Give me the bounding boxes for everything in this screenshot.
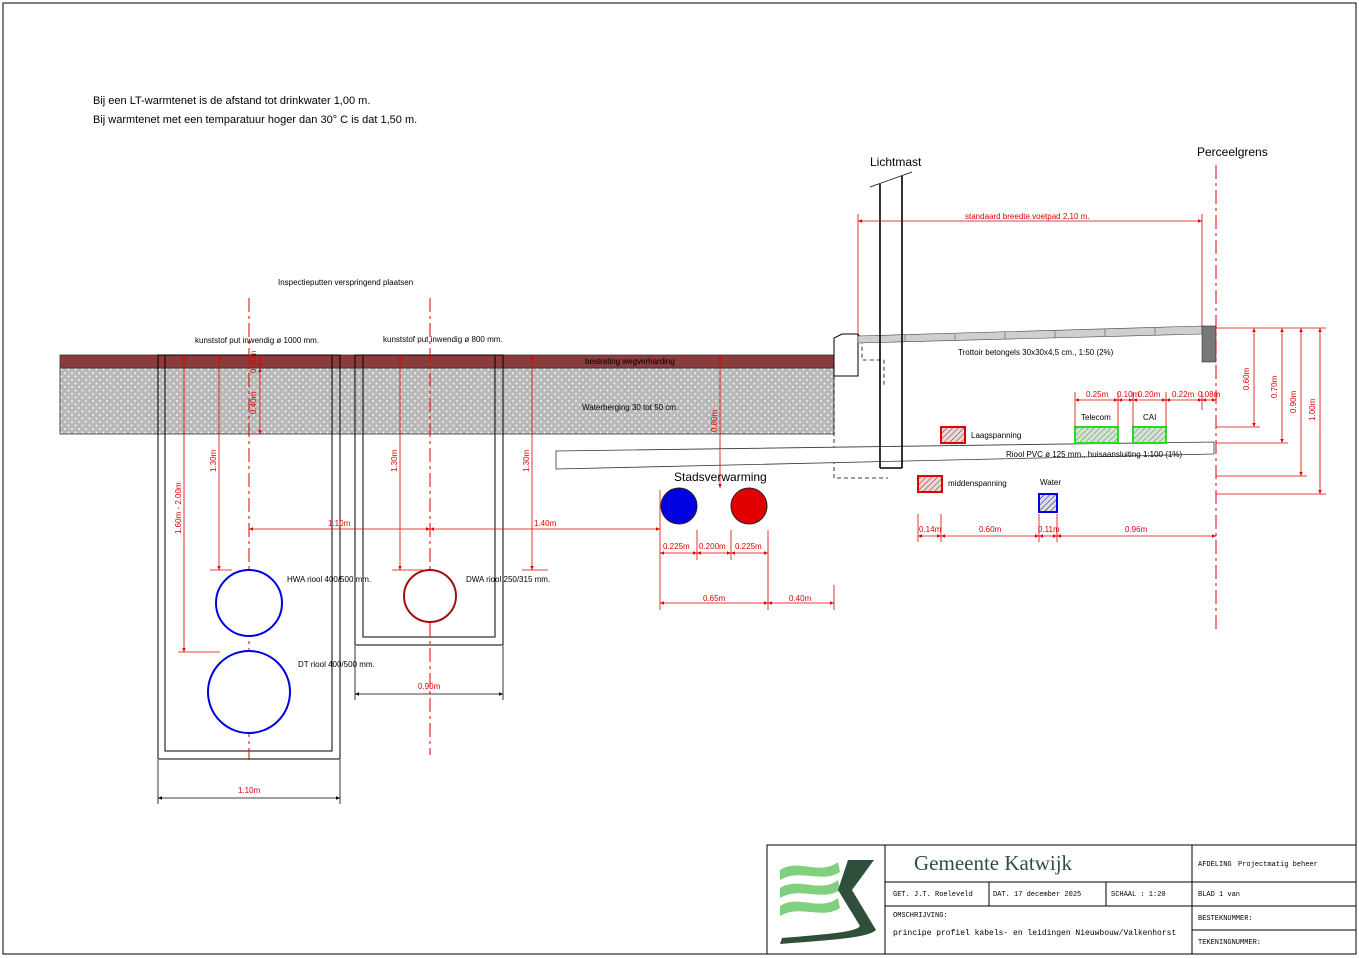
dim-025: 0.25m xyxy=(1086,390,1109,399)
dim-0200: 0.200m xyxy=(699,542,726,551)
lichtmast-label: Lichtmast xyxy=(870,155,922,169)
dim-130c: 1.30m xyxy=(522,449,531,472)
dim-0225a: 0.225m xyxy=(663,542,690,551)
property-edge xyxy=(1201,325,1217,363)
middenspanning-label: middenspanning xyxy=(948,479,1007,488)
note-line-1: Bij een LT-warmtenet is de afstand tot d… xyxy=(93,95,370,107)
dim-014: 0.14m xyxy=(919,525,942,534)
dim-040b: 0.40m xyxy=(789,594,812,603)
dim-008: 0.08m xyxy=(1198,390,1221,399)
cable-bottom-dims xyxy=(917,514,1216,542)
dim-110-bot: 1.10m xyxy=(238,786,261,795)
dim-130a: 1.30m xyxy=(209,449,218,472)
stadsverwarming-return-pipe xyxy=(660,487,698,525)
dim-110-mid: 1.10m xyxy=(328,519,351,528)
dim-022: 0.22m xyxy=(1172,390,1195,399)
dim-020: 0.20m xyxy=(1138,390,1161,399)
tile-joints xyxy=(904,328,1156,342)
water-pipe xyxy=(1038,493,1058,513)
dim-v070: 0.70m xyxy=(1270,375,1279,398)
trottoir-label: Trottoir betongels 30x30x4,5 cm., 1:50 (… xyxy=(958,348,1114,357)
dim-065: 0.65m xyxy=(703,594,726,603)
dim-096: 0.96m xyxy=(1125,525,1148,534)
waterberging-label: Waterberging 30 tot 50 cm. xyxy=(582,403,678,412)
get-field: GET. J.T. Roeleveld xyxy=(893,891,973,899)
put-800-label: kunststof put inwendig ø 800 mm. xyxy=(383,335,503,344)
dim-160-200: 1.60m - 2.00m xyxy=(174,482,183,534)
hwa-label: HWA riool 400/500 mm. xyxy=(287,575,371,584)
dim-030: 0.30m xyxy=(249,350,258,373)
voetpad-dimension xyxy=(857,214,1203,334)
omschrijving-value: principe profiel kabels- en leidingen Ni… xyxy=(893,929,1176,938)
dim-130b: 1.30m xyxy=(390,449,399,472)
omschrijving-label: OMSCHRIJVING: xyxy=(893,912,948,920)
dat-field: DAT. 17 december 2025 xyxy=(993,891,1081,899)
laagspanning-label: Laagspanning xyxy=(971,431,1021,440)
pit-bottom-dims xyxy=(157,646,504,804)
kerb-dashed xyxy=(833,333,888,479)
lichtmast xyxy=(869,171,913,469)
dim-v090: 0.90m xyxy=(1289,390,1298,413)
voetpad-label: standaard breedte voetpad 2,10 m. xyxy=(965,212,1090,221)
dim-040: 0.40m xyxy=(249,391,258,414)
cai-cable xyxy=(1132,426,1167,444)
put-1000-label: kunststof put inwendig ø 1000 mm. xyxy=(195,336,319,345)
dim-v100: 1.00m xyxy=(1308,398,1317,421)
afdeling-label: AFDELING xyxy=(1198,861,1232,869)
title-block xyxy=(766,844,1357,955)
tekening-field: TEKENINGNUMMER: xyxy=(1198,939,1261,947)
depth-dims xyxy=(1216,327,1326,495)
dim-011: 0.11m xyxy=(1038,525,1060,534)
inspectieputten-label: Inspectieputten verspringend plaatsen xyxy=(278,278,413,287)
put-800 xyxy=(354,354,504,646)
dim-080: 0.80m xyxy=(710,409,719,432)
hwa-pipe xyxy=(215,569,283,637)
logo-icon xyxy=(780,860,876,944)
stadsverwarming-supply-pipe xyxy=(730,487,768,525)
schaal-field: SCHAAL : 1:20 xyxy=(1111,891,1166,899)
bestrating-label: bestrating wegverharding xyxy=(585,357,675,366)
blad-field: BLAD 1 van xyxy=(1198,891,1240,899)
telecom-label: Telecom xyxy=(1081,413,1111,422)
dim-140: 1.40m xyxy=(534,519,557,528)
pit-vertical-dims xyxy=(178,355,722,653)
telecom-cable xyxy=(1074,426,1119,444)
dim-v060: 0.60m xyxy=(1242,367,1251,390)
riool-pvc-label: Riool PVC ø 125 mm., huisaansluiting 1:1… xyxy=(1006,450,1182,459)
note-line-2: Bij warmtenet met een temparatuur hoger … xyxy=(93,114,417,126)
afdeling-value: Projectmatig beheer xyxy=(1238,861,1318,869)
dt-label: DT riool 400/500 mm. xyxy=(298,660,375,669)
water-label: Water xyxy=(1040,478,1061,487)
dim-010: 0.10m xyxy=(1117,390,1140,399)
brand-name: Gemeente Katwijk xyxy=(914,851,1073,875)
cable-top-dims xyxy=(1074,392,1216,427)
dwa-label: DWA riool 250/315 mm. xyxy=(466,575,550,584)
middenspanning-cable xyxy=(917,475,943,493)
kerb xyxy=(833,333,859,377)
pit-horizontal-dims xyxy=(249,490,661,610)
bestek-field: BESTEKNUMMER: xyxy=(1198,915,1253,923)
dwa-pipe xyxy=(403,569,457,623)
dim-060: 0.60m xyxy=(979,525,1002,534)
trottoir-tiles xyxy=(857,325,1203,344)
cai-label: CAI xyxy=(1143,413,1156,422)
laagspanning-cable xyxy=(940,426,966,444)
stadsverwarming-dims xyxy=(660,530,835,610)
stadsverwarming-label: Stadsverwarming xyxy=(674,470,767,484)
dim-090: 0.90m xyxy=(418,682,441,691)
pavement-layer xyxy=(59,354,835,369)
perceelgrens-label: Perceelgrens xyxy=(1197,145,1268,159)
dt-pipe xyxy=(207,650,291,734)
dim-0225b: 0.225m xyxy=(735,542,762,551)
